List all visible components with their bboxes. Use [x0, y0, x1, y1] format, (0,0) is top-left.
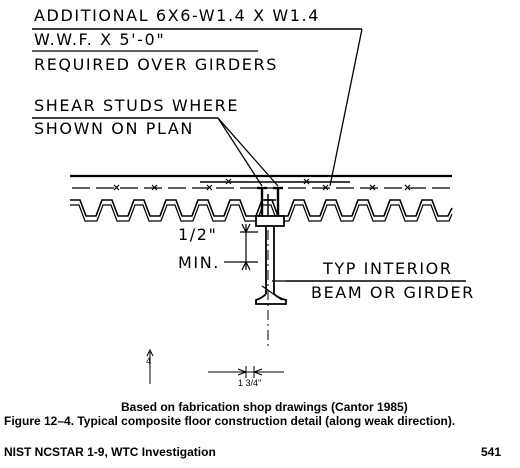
beam-label-line1: TYP INTERIOR — [322, 259, 453, 278]
figure-source-note: Based on fabrication shop drawings (Cant… — [121, 400, 408, 414]
beam-label-line2: BEAM OR GIRDER — [311, 283, 475, 302]
studs-leader-line-1 — [217, 117, 263, 187]
small-dimensions — [146, 348, 284, 384]
page-number: 541 — [481, 445, 502, 459]
studs-label-line2: SHOWN ON PLAN — [34, 119, 194, 138]
min-label: MIN. — [178, 253, 220, 272]
report-footer: NIST NCSTAR 1-9, WTC Investigation — [4, 445, 216, 459]
half-inch-dimension — [224, 223, 258, 271]
wwf-leader-line — [329, 28, 363, 187]
studs-label-line1: SHEAR STUDS WHERE — [34, 96, 239, 115]
wwf-label-line1: ADDITIONAL 6X6-W1.4 X W1.4 — [34, 6, 320, 25]
wire-cross-marks — [113, 178, 411, 191]
wwf-label-line3: REQUIRED OVER GIRDERS — [34, 55, 278, 74]
dim-1-3-4-label: 1 3/4" — [238, 378, 261, 388]
studs-leader-line-2 — [217, 117, 279, 187]
figure-caption: Figure 12–4. Typical composite floor con… — [4, 414, 456, 428]
dim-4-label: 4 — [146, 356, 151, 366]
wwf-label-line2: W.W.F. X 5'-0" — [34, 30, 165, 49]
steel-beam-section — [255, 215, 287, 305]
half-inch-label: 1/2" — [178, 225, 218, 244]
shear-studs — [257, 186, 283, 216]
